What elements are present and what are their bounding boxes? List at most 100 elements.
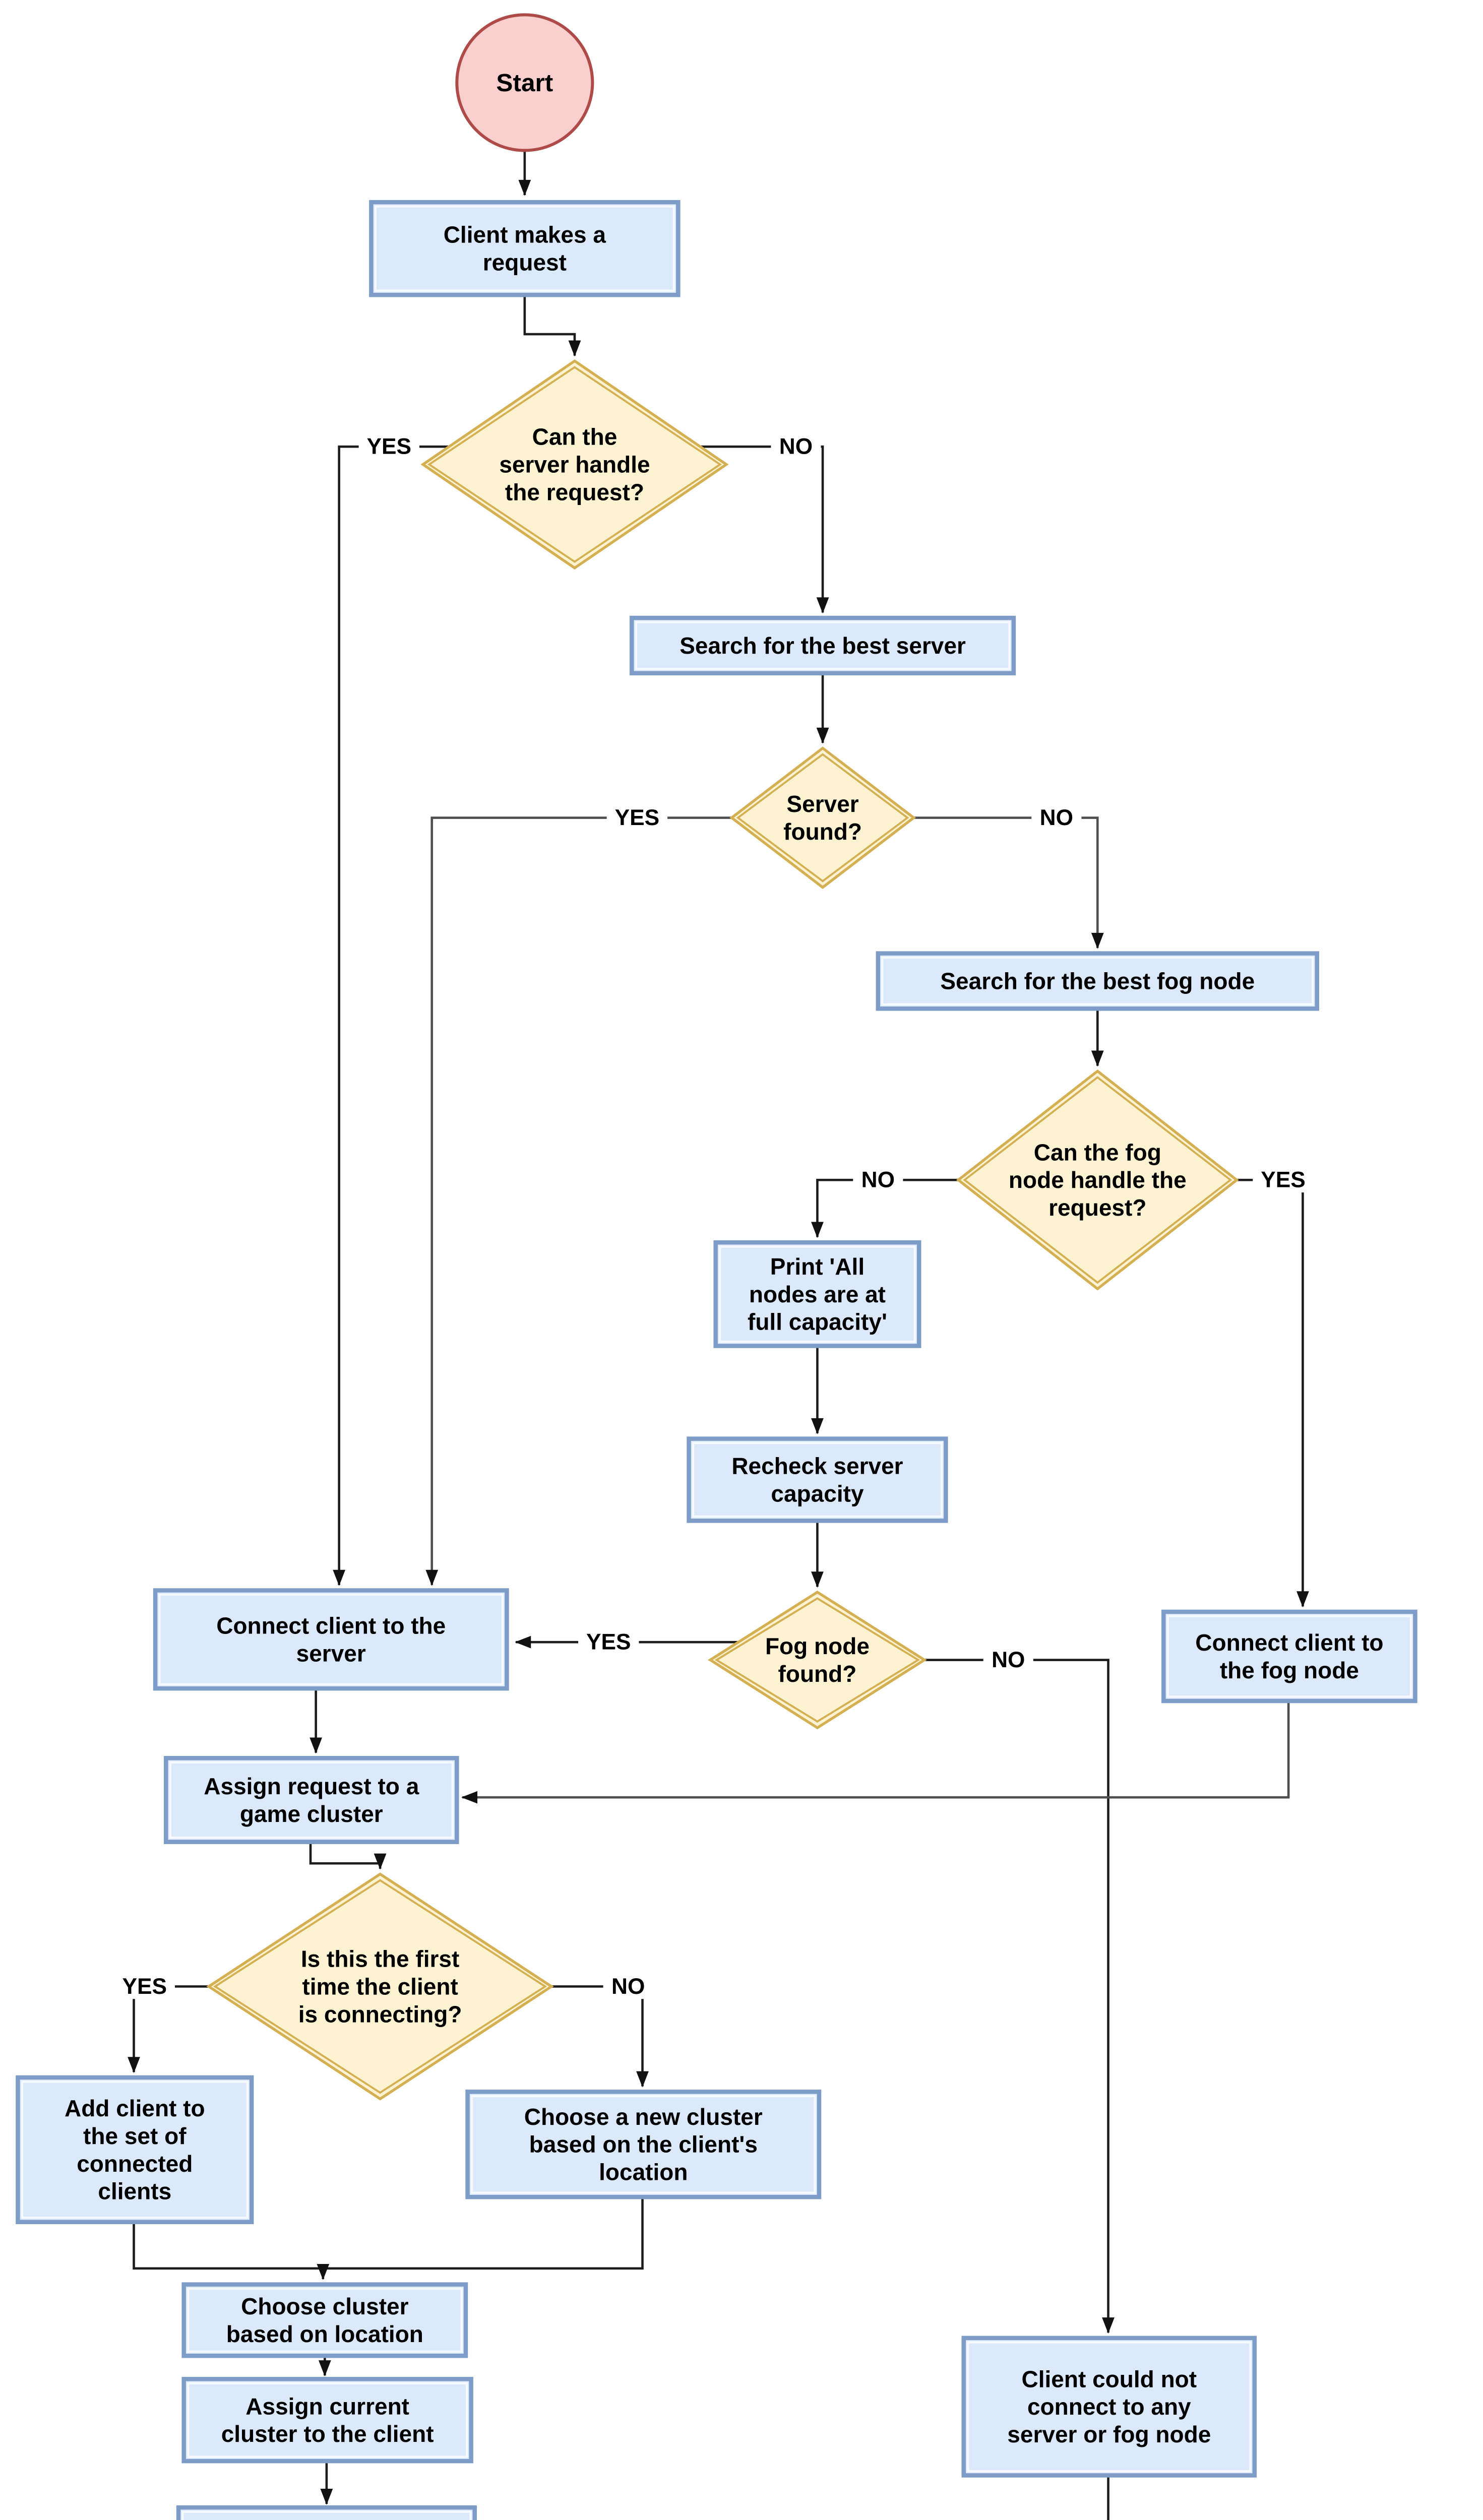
process-box-search-server: [630, 615, 1016, 676]
edge-connect-fog-to-assign-request: [461, 1700, 1290, 1804]
edge-server-found-yes-to-connect-server: [425, 816, 732, 1586]
node-search-server: Search for the best server: [630, 615, 1016, 676]
edge-server-handle-yes-to-connect-server: [333, 445, 450, 1586]
labels-layer: YES NO YES NO NO YES YES NO YES NO: [114, 434, 1314, 1999]
edge-label-bg: [114, 1974, 175, 1999]
edge-label-no-8: NO: [983, 1647, 1033, 1673]
node-label-search-fog: Search for the best fog node: [940, 968, 1255, 994]
edge-label-text: YES: [367, 434, 412, 459]
decision-diamond-fog-handle: [956, 1069, 1239, 1291]
edge-label-text: YES: [615, 805, 660, 830]
edge-label-text: NO: [1040, 805, 1073, 830]
process-box-inner-connect-server: [158, 1593, 504, 1685]
edge-label-text: YES: [122, 1974, 167, 1999]
process-box-connect-fog: [1161, 1609, 1417, 1704]
process-box-connect-cluster: [176, 2505, 477, 2520]
process-box-inner-assign-request: [169, 1761, 454, 1839]
decision-diamond-fog-found: [708, 1590, 927, 1730]
edge-label-no-5: NO: [853, 1167, 903, 1192]
decision-diamond-inner-fog-handle: [963, 1076, 1232, 1284]
decision-diamond-inner-server-handle: [427, 366, 722, 563]
edge-label-bg: [578, 1629, 639, 1655]
process-box-search-fog: [876, 951, 1319, 1011]
process-box-inner-no-connection: [967, 2341, 1252, 2473]
process-box-print-full: [713, 1240, 921, 1348]
node-search-fog: Search for the best fog node: [876, 951, 1319, 1011]
process-box-inner-search-fog: [881, 956, 1314, 1005]
process-box-assign-request: [164, 1756, 459, 1844]
edge-label-text: YES: [1261, 1168, 1306, 1192]
decision-diamond-server-found: [729, 746, 916, 889]
process-box-inner-connect-cluster: [181, 2510, 472, 2520]
decision-diamond-first-time: [206, 1872, 554, 2101]
edge-label-yes-7: YES: [578, 1629, 639, 1655]
edge-server-found-no-to-search-fog: [913, 816, 1104, 949]
process-box-inner-choose-new-cluster: [470, 2095, 816, 2194]
edge-label-bg: [606, 805, 668, 831]
node-label-search-server: Search for the best server: [679, 633, 966, 659]
edge-fog-found-no-to-no-connection: [924, 1659, 1115, 2334]
edge-label-text: NO: [779, 434, 813, 459]
edge-label-no-4: NO: [1031, 805, 1082, 831]
edge-label-no-2: NO: [771, 434, 821, 459]
process-box-inner-assign-current: [187, 2382, 468, 2458]
edge-label-bg: [771, 434, 821, 459]
edge-label-bg: [603, 1974, 653, 1999]
decision-diamond-inner-server-found: [736, 753, 909, 883]
edge-label-bg: [1031, 805, 1082, 831]
edge-label-text: YES: [586, 1630, 631, 1655]
process-box-inner-recheck-capacity: [692, 1441, 943, 1518]
process-box-choose-cluster: [181, 2282, 468, 2358]
process-box-assign-current: [181, 2377, 473, 2464]
edge-label-bg: [853, 1167, 903, 1192]
node-label-start: Start: [496, 69, 553, 97]
decision-diamond-inner-first-time: [213, 1879, 547, 2094]
edge-assign-request-to-first-time: [309, 1842, 387, 1870]
edge-no-connection-to-end: [1107, 2475, 1109, 2520]
process-box-add-client: [16, 2075, 254, 2224]
edge-label-yes-6: YES: [1253, 1167, 1314, 1192]
edge-client-request-to-server-handle: [523, 295, 581, 357]
edge-label-yes-1: YES: [358, 434, 419, 459]
edge-label-bg: [358, 434, 419, 459]
edge-first-time-no-to-choose-new: [551, 1985, 649, 2088]
edge-add-client-to-merge: [133, 2222, 323, 2270]
edge-label-bg: [983, 1647, 1033, 1673]
edge-fog-handle-no-to-print-full: [811, 1178, 959, 1238]
decision-diamond-inner-fog-found: [714, 1597, 920, 1723]
edge-label-yes-9: YES: [114, 1974, 175, 1999]
decision-diamond-server-handle: [420, 359, 729, 570]
process-box-inner-search-server: [635, 621, 1011, 670]
edge-fog-handle-yes-to-connect-fog: [1237, 1178, 1309, 1608]
edge-label-text: NO: [611, 1974, 645, 1999]
process-box-recheck-capacity: [687, 1436, 948, 1523]
process-box-inner-choose-cluster: [187, 2288, 463, 2353]
node-start: Start: [455, 13, 594, 152]
process-box-inner-connect-fog: [1166, 1615, 1412, 1698]
edge-label-yes-3: YES: [606, 805, 668, 831]
node-connect-cluster: Connect client to thecluster: [176, 2505, 477, 2520]
process-box-choose-new-cluster: [465, 2090, 822, 2199]
